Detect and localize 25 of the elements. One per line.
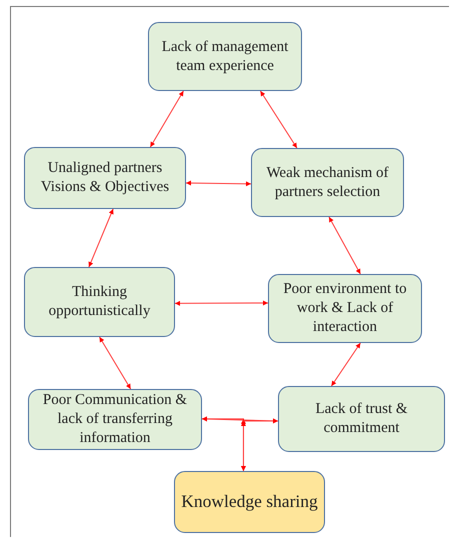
process-box bbox=[174, 471, 325, 533]
double-arrow bbox=[88, 208, 114, 268]
double-arrow bbox=[241, 418, 278, 472]
process-box bbox=[278, 386, 445, 452]
box-label: Unaligned partners Visions & Objectives bbox=[40, 159, 170, 197]
box-label: Poor environment to work & Lack of interaction bbox=[282, 280, 408, 337]
double-arrow bbox=[330, 342, 361, 386]
box-label: Poor Communication & lack of transferring information bbox=[42, 391, 188, 448]
box-label: Weak mechanism of partners selection bbox=[265, 164, 390, 202]
double-arrow bbox=[150, 90, 184, 148]
double-arrow bbox=[174, 300, 268, 306]
process-box bbox=[268, 274, 422, 343]
box-label: Thinking opportunistically bbox=[48, 283, 152, 321]
double-arrow bbox=[328, 216, 361, 274]
process-box bbox=[148, 22, 302, 91]
double-arrow bbox=[186, 180, 252, 186]
box-label: Lack of trust & commitment bbox=[314, 400, 409, 438]
double-arrow bbox=[99, 336, 132, 390]
process-box bbox=[24, 267, 175, 337]
box-label: Lack of management team experience bbox=[160, 38, 290, 76]
process-box bbox=[251, 148, 404, 217]
process-box bbox=[28, 389, 202, 450]
box-label: Knowledge sharing bbox=[181, 491, 318, 513]
process-box bbox=[24, 147, 186, 209]
double-arrow bbox=[260, 90, 298, 148]
